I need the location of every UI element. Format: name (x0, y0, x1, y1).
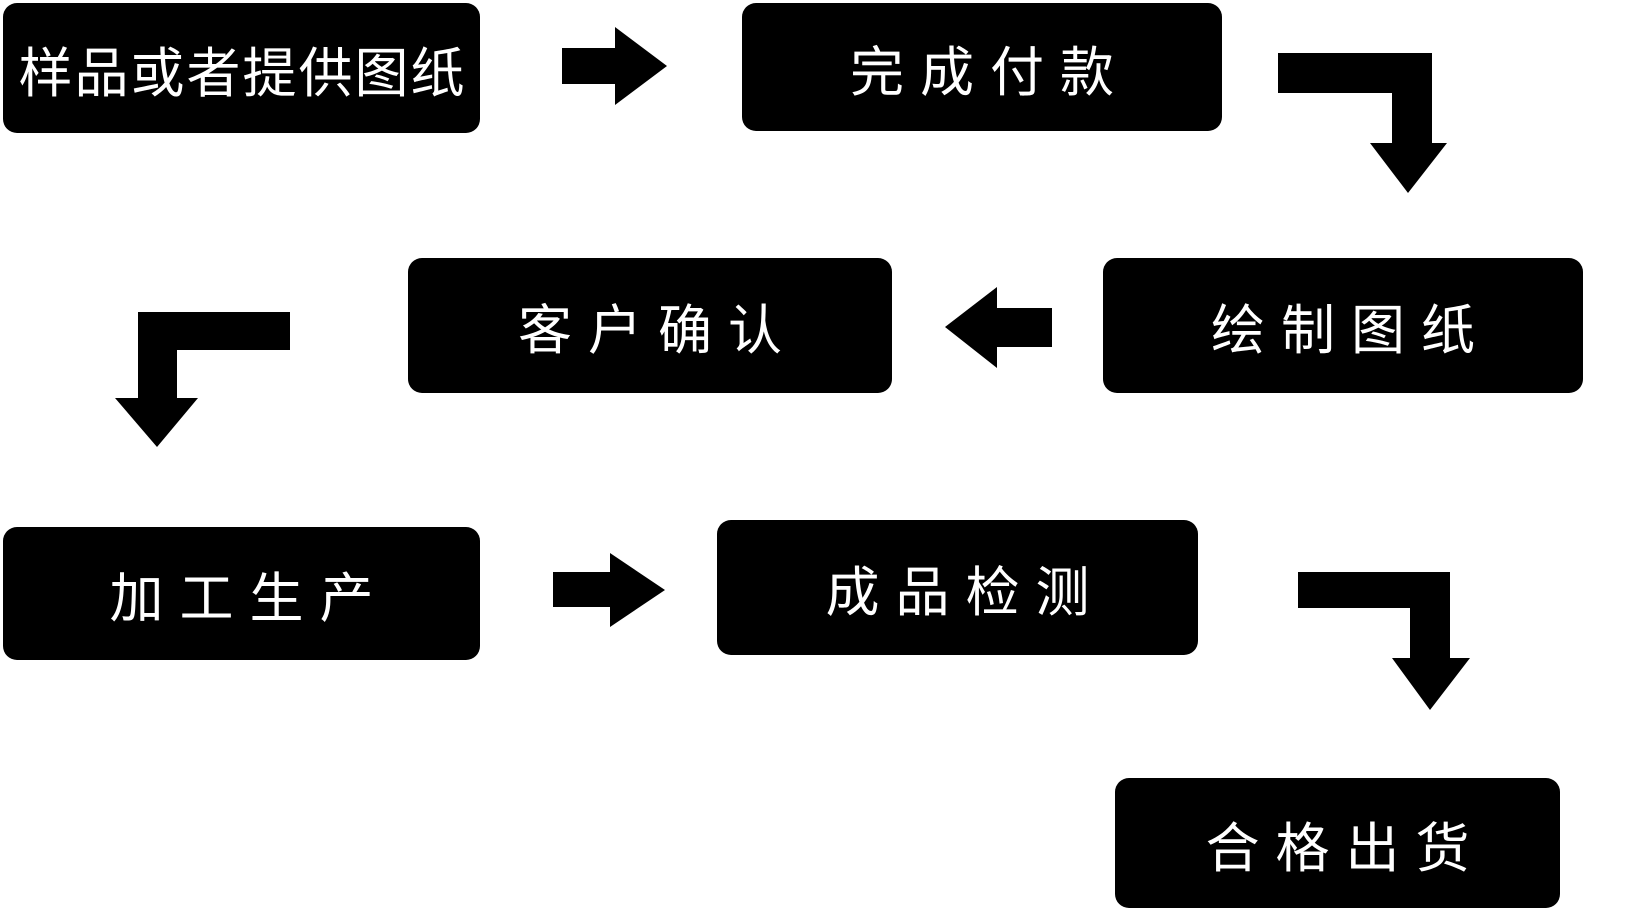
node-label: 绘制图纸 (1211, 299, 1491, 362)
node-label: 加工生产 (109, 567, 390, 630)
arrow-elbow-shape (1278, 53, 1447, 193)
arrow-elbow-shape (115, 312, 290, 447)
node-label: 合格出货 (1205, 816, 1486, 880)
arrow-elbow-right-down-icon (1298, 572, 1470, 710)
node-customer-confirm: 客户确认 (408, 258, 892, 393)
node-sample-or-drawing: 样品或者提供图纸 (3, 3, 480, 133)
node-shipment: 合格出货 (1115, 778, 1560, 908)
node-label: 完成付款 (850, 40, 1130, 104)
arrow-elbow-right-down-icon (1278, 53, 1447, 193)
node-label: 样品或者提供图纸 (18, 41, 467, 105)
node-payment: 完成付款 (742, 3, 1222, 131)
node-label: 客户确认 (518, 299, 798, 362)
arrow-left-shape (945, 287, 1052, 368)
arrow-right-shape (562, 27, 667, 105)
arrow-elbow-left-down-icon (115, 312, 290, 447)
arrow-right-icon (553, 553, 665, 627)
arrow-left-icon (945, 287, 1052, 368)
node-inspection: 成品检测 (717, 520, 1198, 655)
arrow-right-shape (553, 553, 665, 627)
arrow-elbow-shape (1298, 572, 1470, 710)
arrow-right-icon (562, 27, 667, 105)
node-drawing: 绘制图纸 (1103, 258, 1583, 393)
node-production: 加工生产 (3, 527, 480, 660)
node-label: 成品检测 (825, 561, 1106, 624)
